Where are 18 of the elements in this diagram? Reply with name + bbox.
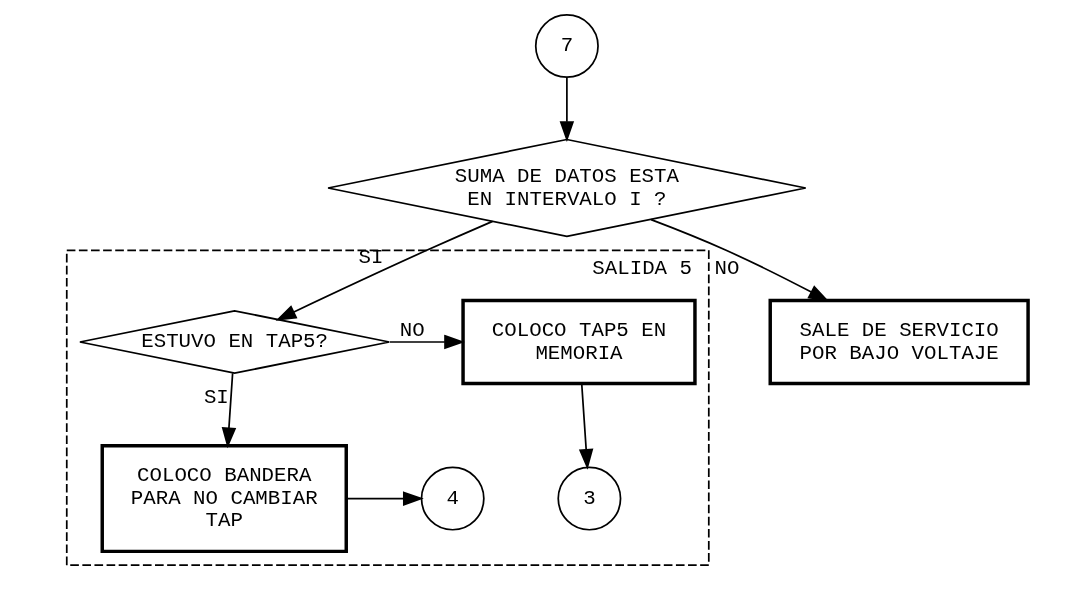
edge-label: NO xyxy=(713,256,739,280)
arrow xyxy=(578,383,593,470)
arrow xyxy=(221,372,236,449)
node-box: COLOCO TAP5 EN MEMORIA xyxy=(460,298,697,386)
arrow xyxy=(275,220,493,321)
node-circle: 3 xyxy=(556,466,621,531)
arrow xyxy=(649,218,829,302)
node-circle: 4 xyxy=(420,466,485,531)
node-circle: 7 xyxy=(534,14,599,79)
node-diamond: ESTUVO EN TAP5? xyxy=(78,309,390,375)
edge-label: SI xyxy=(203,386,229,410)
arrow xyxy=(388,334,465,350)
arrow xyxy=(559,77,574,142)
node-box: COLOCO BANDERA PARA NO CAMBIAR TAP xyxy=(100,444,348,554)
node-box: SALE DE SERVICIO POR BAJO VOLTAJE xyxy=(768,298,1030,386)
arrow xyxy=(345,491,424,506)
edge-label: NO xyxy=(399,319,425,343)
node-diamond: SUMA DE DATOS ESTA EN INTERVALO I ? xyxy=(326,138,807,238)
